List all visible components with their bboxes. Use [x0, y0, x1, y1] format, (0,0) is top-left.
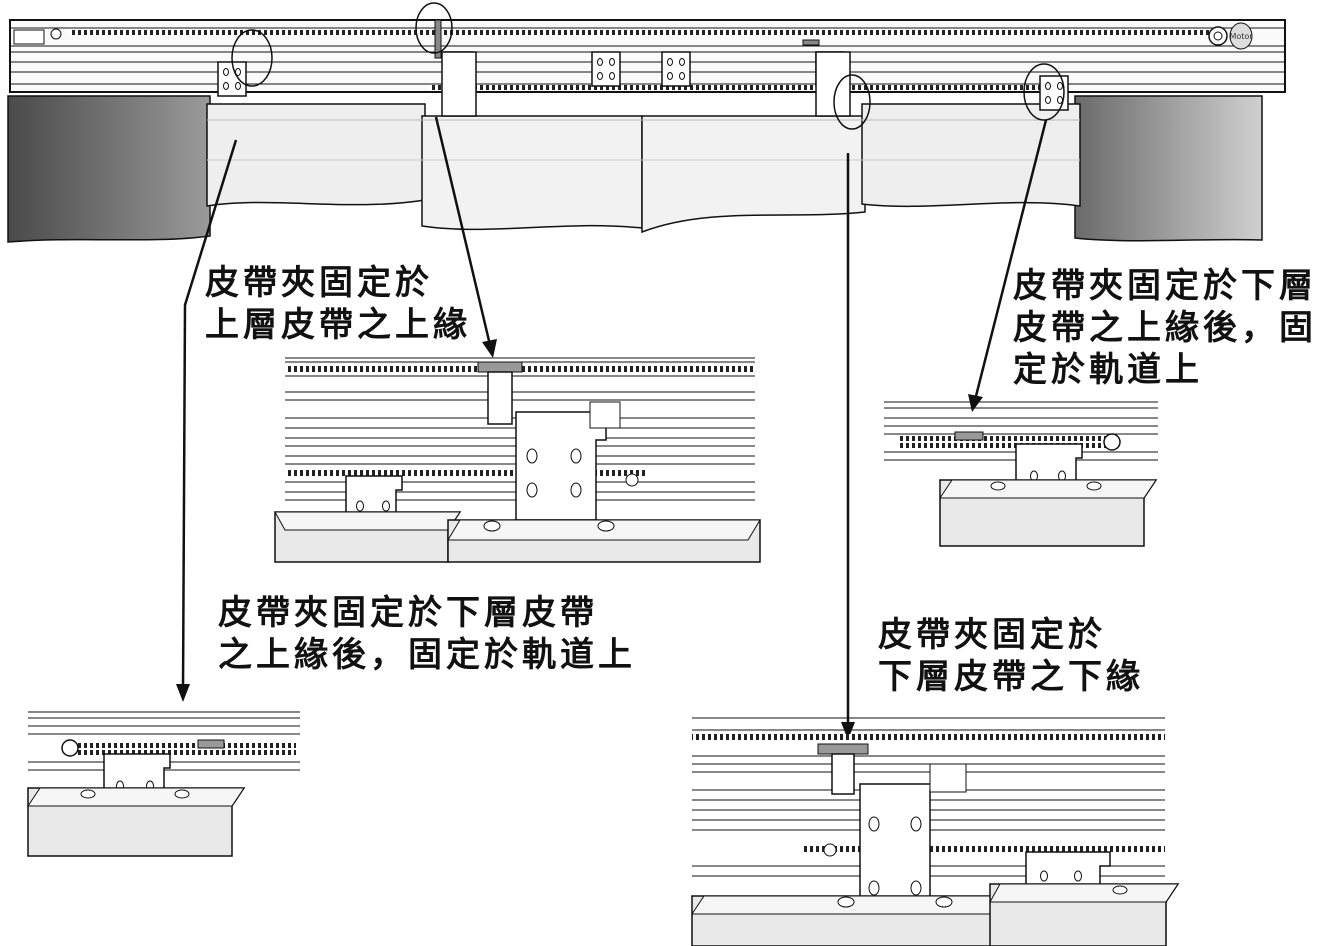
caption-left-lower-belt-on-track: 皮帶夾固定於下層皮帶 之上緣後，固定於軌道上: [218, 592, 636, 676]
arrow-to-left-detail: [181, 139, 238, 691]
motor-icon: Motor: [1208, 22, 1253, 50]
highlight-circle: [1023, 63, 1065, 121]
pulley-icon: [823, 843, 837, 857]
right-fixed-panel: [1074, 95, 1263, 242]
caption-line: 皮帶之上緣後，固: [1013, 308, 1317, 348]
sliding-panel-2: [421, 115, 643, 231]
motor-label: Motor: [1229, 32, 1253, 41]
pulley-icon: [1103, 433, 1121, 451]
sliding-panel-4: [861, 103, 1081, 208]
caption-line: 定於軌道上: [1013, 350, 1203, 390]
caption-line: 之上緣後，固定於軌道上: [218, 635, 636, 675]
sliding-panel-3: [641, 115, 866, 234]
caption-right-lower-belt-on-track: 皮帶夾固定於下層 皮帶之上緣後，固 定於軌道上: [1013, 265, 1317, 391]
belt-clamp-bracket-icon: [1025, 851, 1111, 889]
caption-line: 皮帶夾固定於下層: [1013, 266, 1317, 306]
caption-upper-belt-top-edge: 皮帶夾固定於 上層皮帶之上緣: [205, 262, 471, 346]
highlight-circle: [415, 2, 453, 54]
left-fixed-panel: [7, 95, 211, 243]
sliding-panel-1: [206, 103, 426, 207]
arrow-to-right-detail: [973, 119, 1048, 401]
top-door-operator-assembly: Motor: [7, 2, 1286, 243]
arrow-to-upper-belt-detail: [434, 116, 492, 346]
pulley-icon: [625, 473, 639, 487]
carriage-bracket-icon: [661, 51, 691, 87]
caption-line: 皮帶夾固定於下層皮帶: [218, 593, 598, 633]
carriage-bracket-icon: [591, 51, 621, 87]
detail-upper-belt-clamp: [274, 357, 761, 563]
detail-left-lower-belt-clamp: [27, 711, 300, 857]
caption-line: 皮帶夾固定於: [878, 615, 1106, 655]
caption-line: 上層皮帶之上緣: [205, 305, 471, 345]
caption-line: 下層皮帶之下緣: [878, 657, 1144, 697]
caption-lower-belt-bottom-edge: 皮帶夾固定於 下層皮帶之下緣: [878, 614, 1144, 698]
leader-arrows: [176, 116, 1048, 740]
pulley-icon: [61, 739, 79, 757]
carriage-bracket-icon: [217, 61, 247, 97]
pulley-icon: [50, 28, 62, 40]
detail-right-lower-belt-clamp: [884, 401, 1158, 547]
highlight-circle: [231, 29, 273, 87]
detail-lower-belt-bottom-clamp: [691, 717, 1180, 946]
caption-line: 皮帶夾固定於: [205, 263, 433, 303]
highlight-circle: [833, 74, 871, 130]
